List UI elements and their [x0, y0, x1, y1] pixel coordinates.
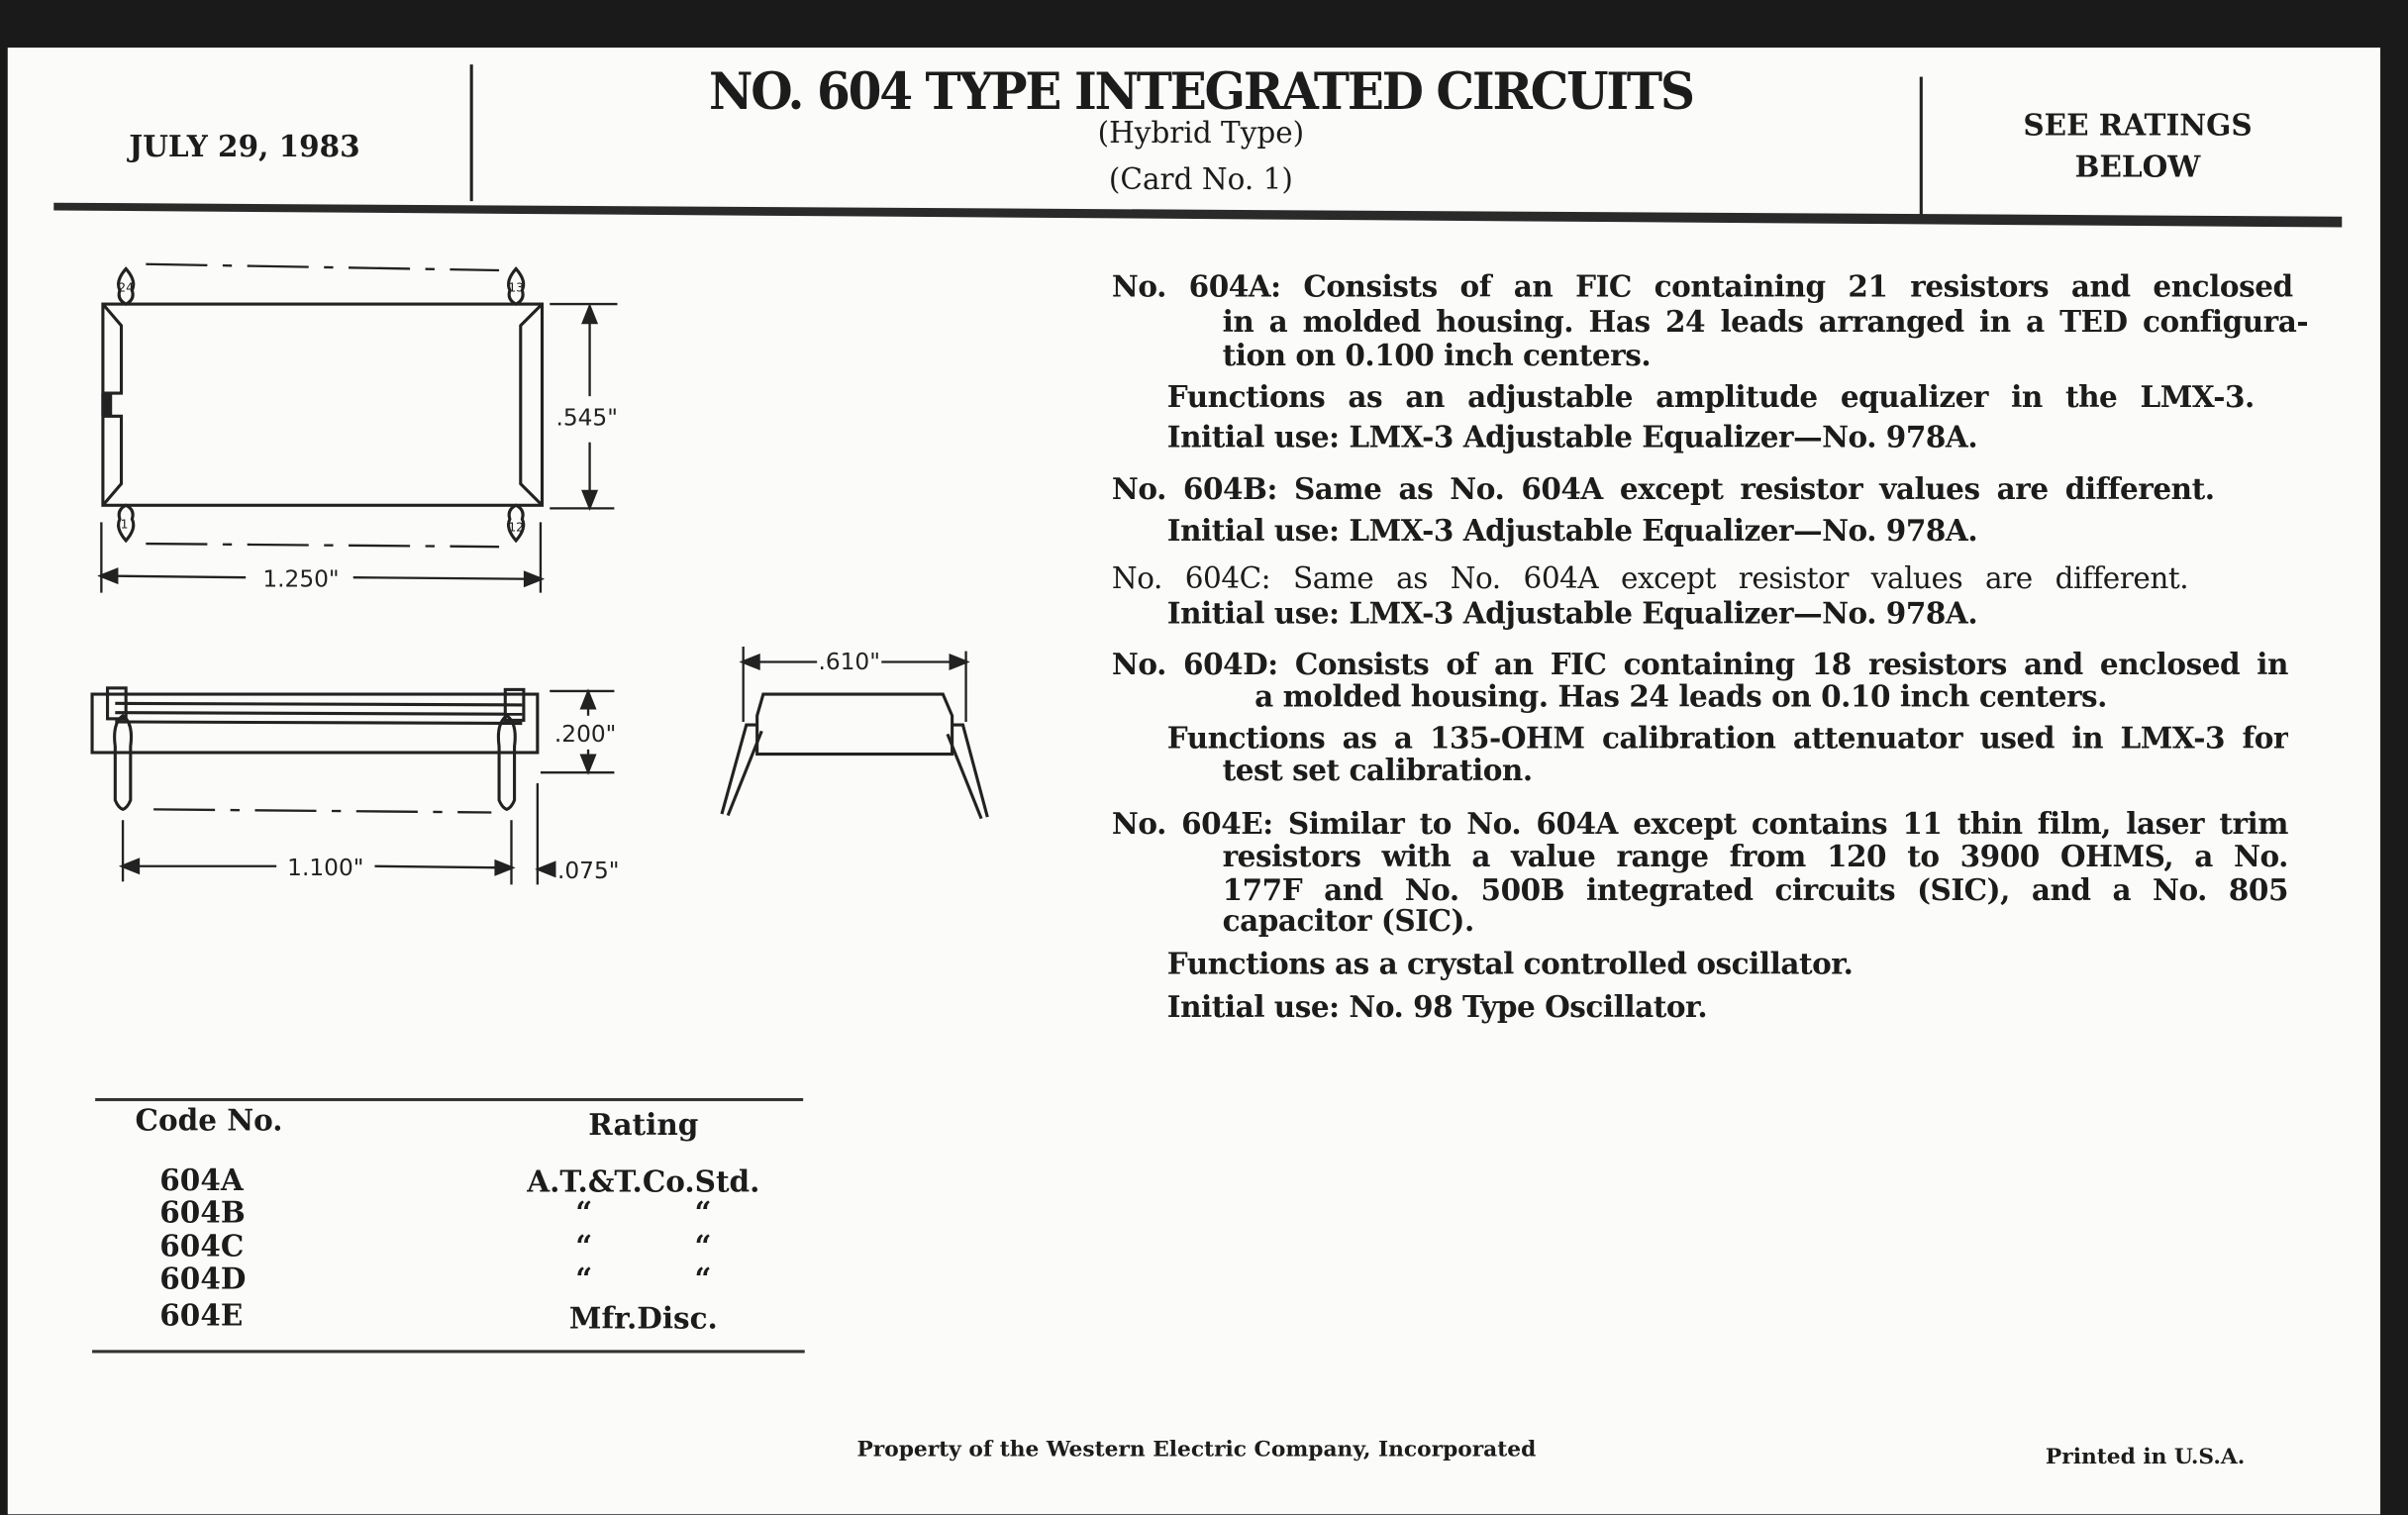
pin-label-24: 24	[118, 280, 134, 295]
desc-604e-initial-use: Initial use: No. 98 Type Oscillator.	[1166, 990, 1708, 1025]
table-row-rating: A.T.&T.Co.Std.	[527, 1165, 760, 1200]
end-view	[720, 646, 989, 820]
table-header-rating: Rating	[588, 1108, 699, 1143]
top-view	[97, 262, 618, 593]
table-row-code: 604E	[159, 1299, 244, 1334]
desc-604e-line3: 177F and No. 500B integrated circuits (S…	[1222, 873, 2288, 908]
table-row-rating: “ “	[575, 1262, 712, 1297]
table-row-code: 604C	[159, 1230, 245, 1264]
desc-604a-line1: No. 604A: Consists of an FIC containing …	[1111, 269, 2293, 305]
desc-604c-initial-use: Initial use: LMX-3 Adjustable Equalizer—…	[1166, 597, 1978, 632]
pin-label-12: 12	[508, 520, 524, 535]
desc-604e-line1: No. 604E: Similar to No. 604A except con…	[1111, 807, 2288, 842]
desc-604d-line2: a molded housing. Has 24 leads on 0.10 i…	[1254, 680, 2107, 715]
desc-604e-line2: resistors with a value range from 120 to…	[1222, 840, 2288, 874]
pin-label-13: 13	[508, 280, 524, 295]
pin-label-1: 1	[121, 517, 129, 532]
card-number: (Card No. 1)	[1108, 162, 1293, 197]
dim-length: 1.250"	[262, 565, 339, 592]
card	[7, 48, 2381, 1515]
table-row-code: 604B	[159, 1196, 246, 1231]
desc-604a-initial-use: Initial use: LMX-3 Adjustable Equalizer—…	[1166, 420, 1978, 455]
side-view	[90, 686, 615, 885]
card-date: JULY 29, 1983	[129, 130, 360, 164]
dim-height: .545"	[555, 405, 617, 432]
table-top-rule	[95, 1097, 804, 1102]
desc-604a-function: Functions as an adjustable amplitude equ…	[1166, 380, 2255, 415]
table-row-code: 604D	[159, 1262, 247, 1297]
desc-604d-line1: No. 604D: Consists of an FIC containing …	[1111, 648, 2288, 682]
footer-printed: Printed in U.S.A.	[2045, 1445, 2246, 1470]
desc-604d-function-cont: test set calibration.	[1222, 754, 1534, 788]
table-row-rating: “ “	[575, 1230, 712, 1264]
desc-604a-line3: tion on 0.100 inch centers.	[1222, 339, 1652, 373]
dim-thickness: .200"	[554, 721, 616, 748]
table-row-rating: Mfr.Disc.	[568, 1302, 718, 1337]
page-title: NO. 604 TYPE INTEGRATED CIRCUITS	[709, 61, 1695, 122]
desc-604b-initial-use: Initial use: LMX-3 Adjustable Equalizer—…	[1166, 514, 1978, 549]
dim-pin-offset: .075"	[557, 858, 619, 884]
dim-pin-span: 1.100"	[287, 855, 363, 881]
table-row-code: 604A	[159, 1163, 244, 1198]
header-divider-left	[469, 64, 473, 202]
desc-604c: No. 604C: Same as No. 604A except resist…	[1111, 561, 2189, 596]
footer-property: Property of the Western Electric Company…	[856, 1437, 1537, 1463]
desc-604b: No. 604B: Same as No. 604A except resist…	[1111, 472, 2215, 507]
desc-604e-function: Functions as a crystal controlled oscill…	[1166, 947, 1854, 982]
desc-604a-line2: in a molded housing. Has 24 leads arrang…	[1222, 305, 2309, 340]
dim-row-spacing: .610"	[818, 649, 879, 675]
ratings-note-line2: BELOW	[2074, 150, 2201, 185]
header-divider-right	[1919, 76, 1923, 217]
table-header-code: Code No.	[135, 1104, 283, 1139]
table-row-rating: “ “	[575, 1196, 712, 1231]
table-bottom-rule	[92, 1350, 805, 1354]
page-subtitle: (Hybrid Type)	[1097, 116, 1305, 151]
desc-604e-line4: capacitor (SIC).	[1222, 904, 1475, 939]
desc-604d-function: Functions as a 135-OHM calibration atten…	[1166, 721, 2288, 757]
ratings-note-line1: SEE RATINGS	[2023, 109, 2253, 144]
